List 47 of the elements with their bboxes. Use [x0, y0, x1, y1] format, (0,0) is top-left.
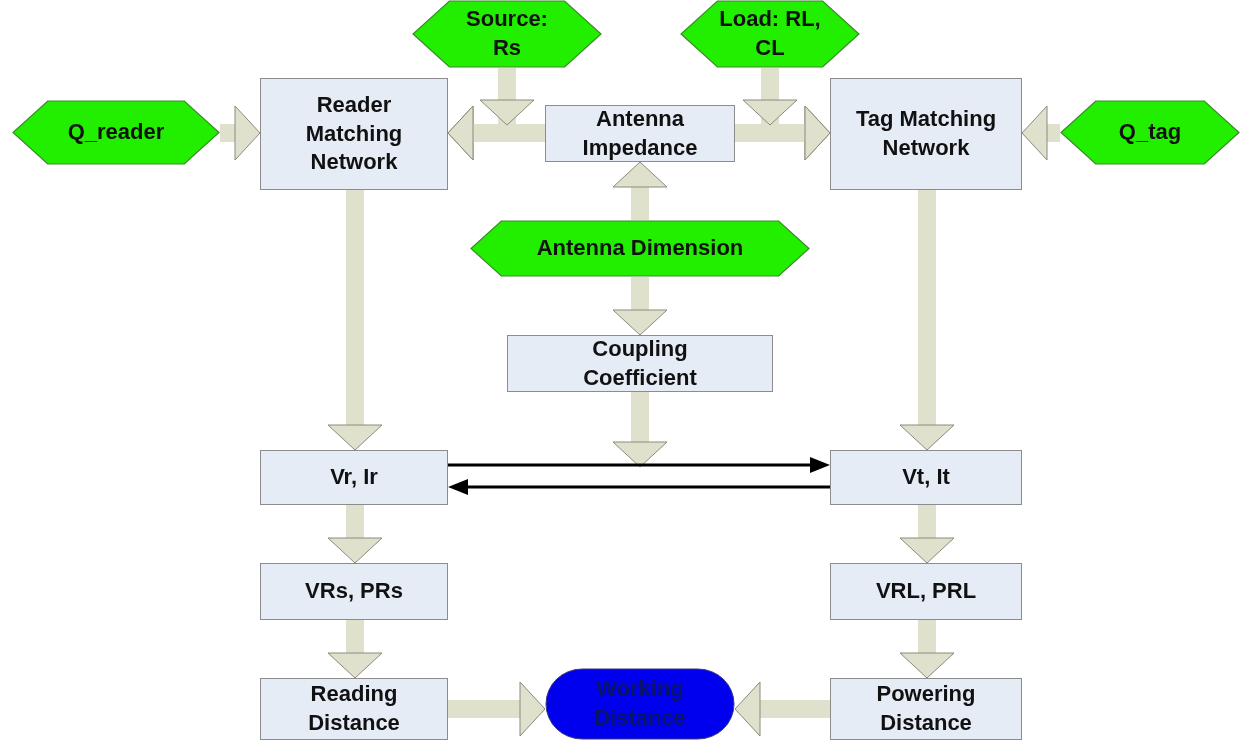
arrow	[448, 479, 830, 495]
node-label: Vr, Ir	[330, 463, 378, 492]
process-box	[830, 563, 1022, 620]
block-arrow	[612, 161, 668, 220]
node-label: VRL, PRL	[875, 577, 977, 606]
node-label: Vt, It	[902, 463, 950, 492]
block-arrow	[448, 681, 546, 737]
block-arrow	[612, 277, 668, 336]
process-box	[545, 105, 735, 162]
process-box	[260, 450, 448, 505]
block-arrow	[743, 68, 830, 160]
node-label: Powering Distance	[875, 680, 977, 737]
process-box	[830, 678, 1022, 740]
process-box	[830, 450, 1022, 505]
node-label: Load: RL, CL	[718, 5, 822, 62]
input-hexagon	[412, 0, 602, 68]
block-arrow	[327, 190, 383, 451]
block-arrow	[327, 505, 383, 564]
node-label: Source: Rs	[465, 5, 549, 62]
node-label: Antenna Impedance	[581, 104, 699, 162]
block-arrow	[448, 68, 534, 160]
input-hexagon	[1060, 100, 1240, 165]
arrow	[448, 457, 830, 473]
process-box	[260, 678, 448, 740]
node-label: Coupling Coefficient	[582, 334, 698, 392]
node-label: Q_tag	[1118, 118, 1182, 147]
process-box	[830, 78, 1022, 190]
block-arrow	[1021, 105, 1060, 161]
block-arrow	[327, 620, 383, 679]
block-arrow	[899, 190, 955, 451]
node-label: Working Distance	[593, 675, 687, 732]
block-arrow	[899, 620, 955, 679]
node-label: Antenna Dimension	[536, 234, 744, 263]
input-hexagon	[680, 0, 860, 68]
node-label: VRs, PRs	[305, 577, 403, 606]
input-hexagon	[12, 100, 220, 165]
block-arrow	[734, 681, 830, 737]
node-label: Tag Matching Network	[854, 105, 998, 162]
process-box	[260, 563, 448, 620]
block-arrow	[899, 505, 955, 564]
process-box	[507, 335, 773, 392]
process-box	[260, 78, 448, 190]
node-label: Reading Distance	[307, 680, 401, 737]
node-label: Reader Matching Network	[304, 91, 404, 177]
block-arrow	[220, 105, 261, 161]
input-hexagon	[470, 220, 810, 277]
node-label: Q_reader	[67, 118, 165, 147]
